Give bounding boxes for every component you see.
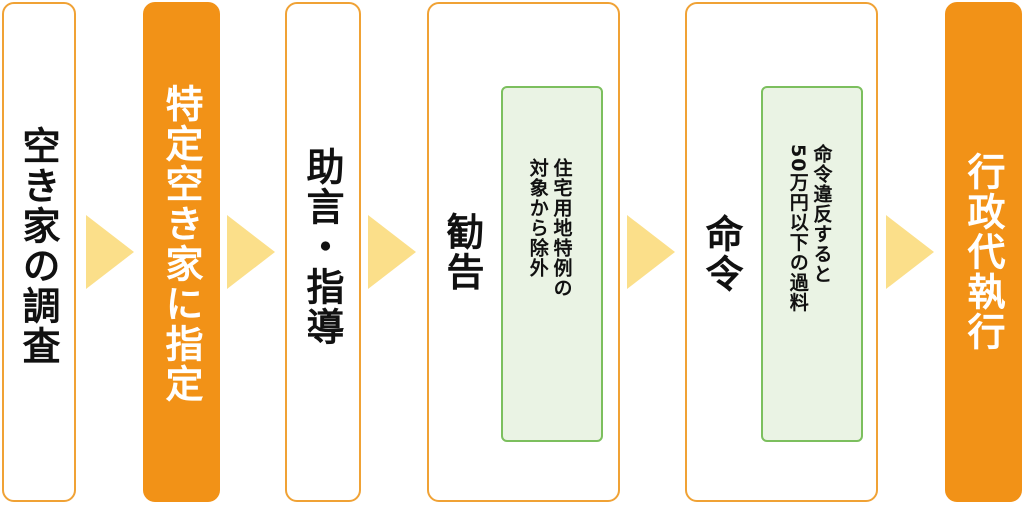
order-note-line-1: 命令違反すると xyxy=(810,144,833,284)
recommendation-note-text: 住宅用地特例の対象から除外 xyxy=(525,158,573,298)
step-survey-box: 空き家の調査 xyxy=(2,2,76,502)
step-survey-label: 空き家の調査 xyxy=(16,126,60,366)
step-execution-box: 行政代執行 xyxy=(945,2,1022,502)
order-note-line-2: 50万円以下の過料 xyxy=(786,144,809,313)
flow-arrow-3 xyxy=(368,215,416,289)
step-order-label: 命令 xyxy=(699,214,743,294)
recommendation-note: 住宅用地特例の対象から除外 xyxy=(501,86,603,442)
flow-arrow-2 xyxy=(227,215,275,289)
recommendation-note-line-1: 住宅用地特例の xyxy=(550,158,573,298)
step-advice-label: 助言・指導 xyxy=(300,147,344,347)
step-advice-box: 助言・指導 xyxy=(285,2,361,502)
step-execution-label: 行政代執行 xyxy=(961,152,1005,352)
flow-arrow-4 xyxy=(627,215,675,289)
flow-arrow-1 xyxy=(86,215,134,289)
recommendation-note-line-2: 対象から除外 xyxy=(526,158,549,278)
step-designation-label: 特定空き家に指定 xyxy=(159,84,203,404)
step-recommendation-label: 勧告 xyxy=(440,212,484,292)
flow-arrow-5 xyxy=(886,215,934,289)
step-recommendation-box: 勧告 住宅用地特例の対象から除外 xyxy=(427,2,620,502)
step-designation-box: 特定空き家に指定 xyxy=(143,2,220,502)
